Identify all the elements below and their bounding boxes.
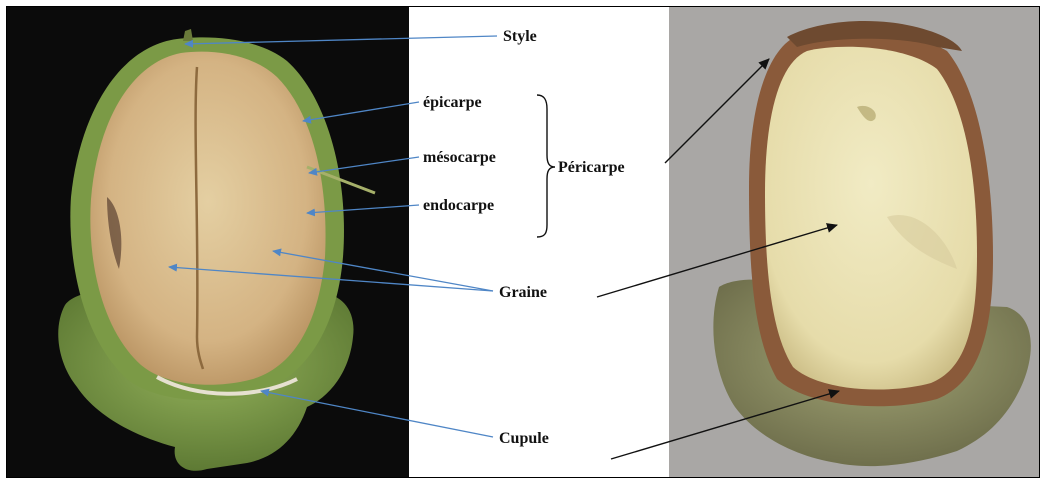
- diagram-canvas: Style épicarpe mésocarpe endocarpe Péric…: [7, 7, 1039, 477]
- right-photo: [669, 7, 1039, 477]
- left-photo: [7, 7, 409, 477]
- label-endocarpe: endocarpe: [423, 197, 494, 214]
- label-epicarpe: épicarpe: [423, 94, 482, 111]
- label-graine: Graine: [499, 284, 547, 301]
- label-style: Style: [503, 28, 537, 45]
- label-mesocarpe: mésocarpe: [423, 149, 496, 166]
- label-cupule: Cupule: [499, 430, 549, 447]
- label-pericarpe: Péricarpe: [558, 159, 625, 176]
- pericarpe-brace: [537, 95, 555, 237]
- figure-frame: Style épicarpe mésocarpe endocarpe Péric…: [6, 6, 1040, 478]
